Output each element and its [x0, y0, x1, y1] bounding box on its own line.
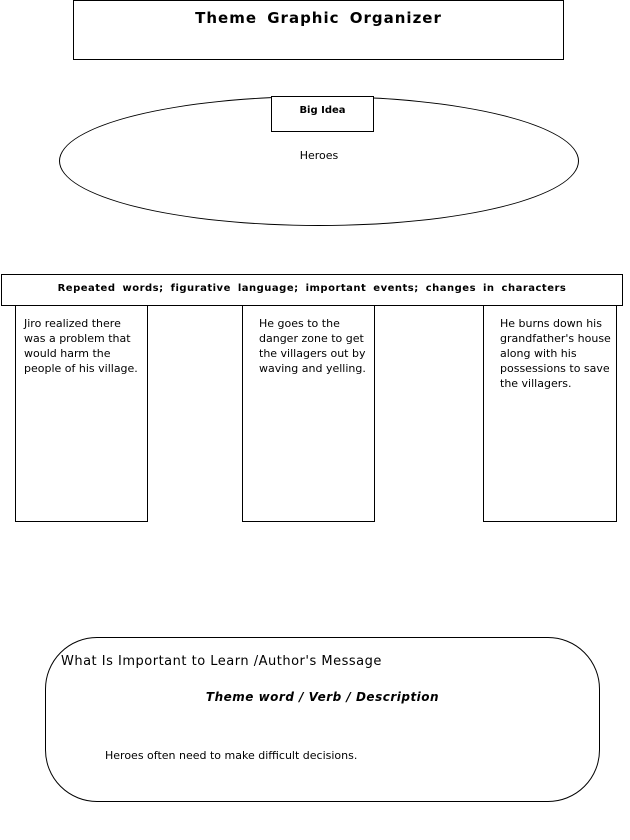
- evidence-text-3: He burns down his grandfather's house al…: [500, 317, 611, 390]
- evidence-header: Repeated words; figurative language; imp…: [1, 274, 623, 306]
- message-box: [45, 637, 600, 802]
- message-text: Heroes often need to make difficult deci…: [105, 749, 358, 762]
- evidence-text-2: He goes to the danger zone to get the vi…: [259, 317, 366, 375]
- evidence-text-1: Jiro realized there was a problem that w…: [24, 317, 138, 375]
- message-title: What Is Important to Learn /Author's Mes…: [61, 654, 382, 669]
- big-idea-label: Big Idea: [271, 96, 374, 132]
- evidence-box-3: He burns down his grandfather's house al…: [483, 306, 617, 522]
- page-title: Theme Graphic Organizer: [195, 9, 442, 27]
- big-idea-value: Heroes: [299, 149, 339, 162]
- evidence-box-2: He goes to the danger zone to get the vi…: [242, 306, 375, 522]
- evidence-box-1: Jiro realized there was a problem that w…: [15, 306, 148, 522]
- message-subtitle: Theme word / Verb / Description: [205, 690, 440, 704]
- title-box: Theme Graphic Organizer: [73, 0, 564, 60]
